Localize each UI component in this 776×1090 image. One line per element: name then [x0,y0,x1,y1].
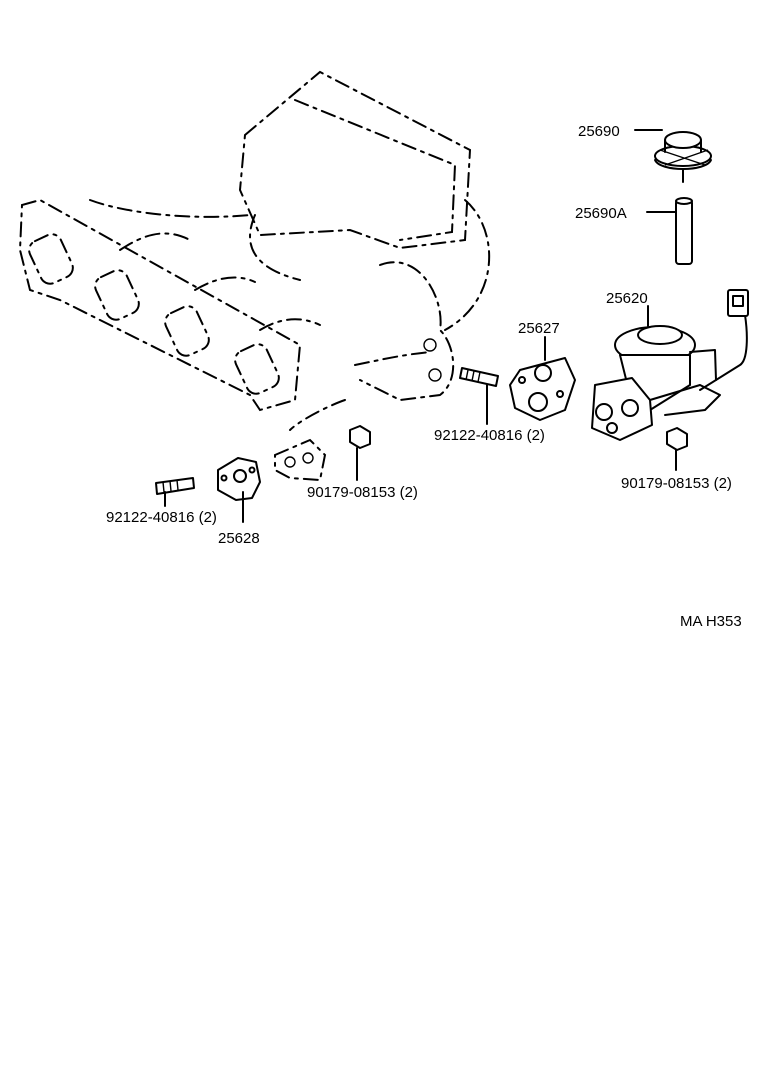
egr-valve-part [591,289,749,441]
hose-part [675,197,693,265]
label-25690: 25690 [578,123,620,140]
label-25690a: 25690A [575,205,627,222]
label-stud-right: 92122-40816 (2) [434,427,545,444]
label-25620: 25620 [606,290,648,307]
stud-right-part [459,367,499,387]
label-25627: 25627 [518,320,560,337]
label-nut-right: 90179-08153 (2) [621,475,732,492]
label-25628: 25628 [218,530,260,547]
nut-left-part [349,425,371,449]
intake-manifold [18,70,491,482]
figure-code: MA H353 [680,613,742,630]
label-nut-left: 90179-08153 (2) [307,484,418,501]
label-stud-left: 92122-40816 (2) [106,509,217,526]
stud-left-part [155,477,195,495]
gasket-25628-part [217,457,261,501]
nut-right-part [666,427,688,451]
gasket-25627-part [509,357,576,421]
egr-vacuum-modulator-part [654,131,712,183]
